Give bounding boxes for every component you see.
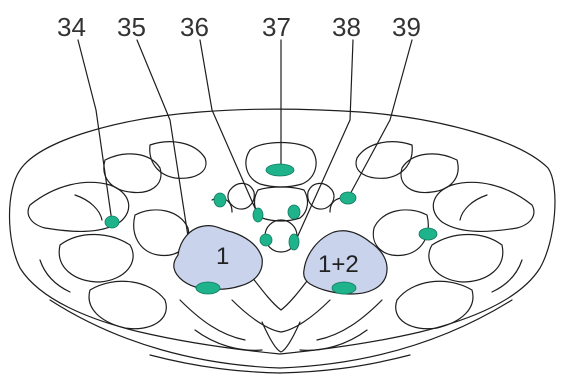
region-label-right: 1+2 bbox=[318, 251, 359, 278]
marker-34 bbox=[105, 216, 119, 228]
region-label-left: 1 bbox=[216, 243, 229, 270]
marker-group bbox=[105, 164, 437, 294]
marker-39 bbox=[340, 192, 356, 204]
marker-right-lateral bbox=[419, 228, 437, 240]
marker-38-a bbox=[288, 205, 300, 219]
marker-36-b bbox=[253, 208, 263, 222]
anatomy-outline bbox=[10, 40, 555, 373]
marker-35 bbox=[196, 282, 220, 294]
leader-38 bbox=[296, 40, 353, 240]
leader-39 bbox=[348, 40, 412, 198]
marker-36-c bbox=[260, 234, 272, 246]
marker-right-base bbox=[332, 282, 356, 294]
leader-36 bbox=[200, 40, 258, 215]
leader-34 bbox=[78, 40, 112, 222]
marker-37 bbox=[266, 164, 294, 176]
marker-36-a bbox=[214, 193, 226, 207]
marker-38-b bbox=[289, 234, 299, 250]
